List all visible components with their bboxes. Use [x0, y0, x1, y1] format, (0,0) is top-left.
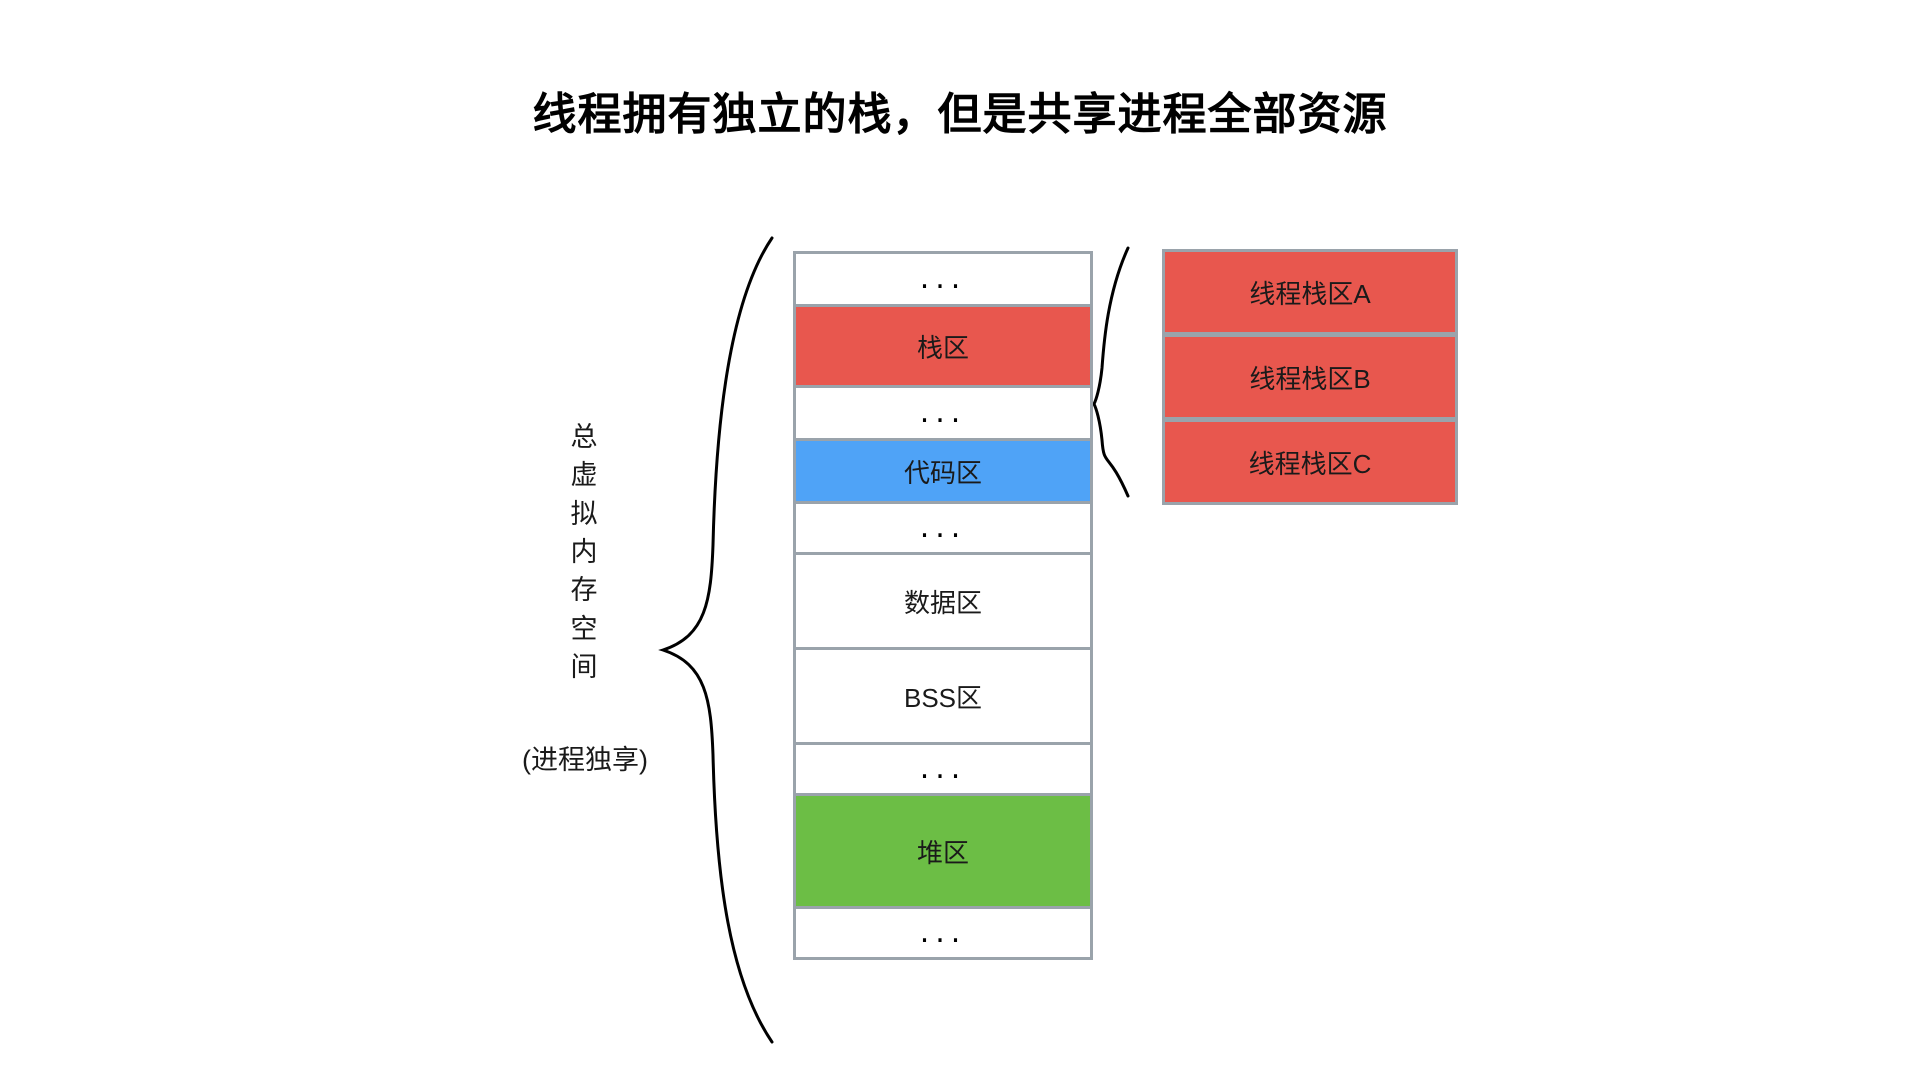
thread-stack-column: 线程栈区A 线程栈区B 线程栈区C	[1162, 249, 1458, 505]
memory-block-label: 数据区	[903, 587, 982, 618]
thread-stack-label: 线程栈区B	[1249, 363, 1371, 394]
ellipsis-icon: ...	[919, 261, 967, 296]
ellipsis-icon: ...	[919, 751, 967, 786]
vm-label-char: 虚	[570, 460, 598, 491]
vm-label-char: 空	[570, 613, 598, 644]
memory-block-stack: 栈区	[793, 304, 1093, 388]
thread-stack-brace	[1092, 246, 1130, 498]
memory-block-label: 栈区	[916, 332, 969, 363]
process-memory-brace	[658, 236, 774, 1044]
memory-block-ellipsis: ...	[793, 742, 1093, 796]
memory-block-label: BSS区	[903, 682, 983, 713]
memory-block-ellipsis: ...	[793, 906, 1093, 960]
memory-block-ellipsis: ...	[793, 385, 1093, 441]
memory-block-bss: BSS区	[793, 647, 1093, 745]
thread-stack-block-c: 线程栈区C	[1162, 419, 1458, 505]
memory-block-heap: 堆区	[793, 793, 1093, 909]
memory-block-code: 代码区	[793, 438, 1093, 504]
vm-label-char: 存	[570, 575, 598, 606]
virtual-memory-sublabel: (进程独享)	[522, 745, 648, 775]
virtual-memory-label: 总 虚 拟 内 存 空 间	[556, 418, 612, 686]
memory-block-ellipsis: ...	[793, 251, 1093, 307]
thread-stack-block-a: 线程栈区A	[1162, 249, 1458, 335]
vm-label-char: 总	[570, 422, 598, 452]
vm-label-char: 内	[570, 536, 598, 567]
ellipsis-icon: ...	[919, 510, 967, 545]
vm-label-char: 拟	[570, 498, 598, 529]
page-title: 线程拥有独立的栈，但是共享进程全部资源	[532, 90, 1388, 139]
memory-block-data: 数据区	[793, 552, 1093, 650]
thread-stack-block-b: 线程栈区B	[1162, 334, 1458, 420]
memory-block-ellipsis: ...	[793, 501, 1093, 555]
process-memory-column: ... 栈区 ... 代码区 ... 数据区 BSS区 ... 堆区 ...	[793, 251, 1093, 960]
thread-stack-label: 线程栈区A	[1249, 278, 1371, 309]
memory-block-label: 堆区	[916, 837, 969, 868]
ellipsis-icon: ...	[919, 395, 967, 430]
ellipsis-icon: ...	[919, 915, 967, 950]
thread-stack-label: 线程栈区C	[1248, 448, 1372, 479]
vm-label-char: 间	[570, 651, 598, 682]
memory-block-label: 代码区	[903, 457, 982, 488]
